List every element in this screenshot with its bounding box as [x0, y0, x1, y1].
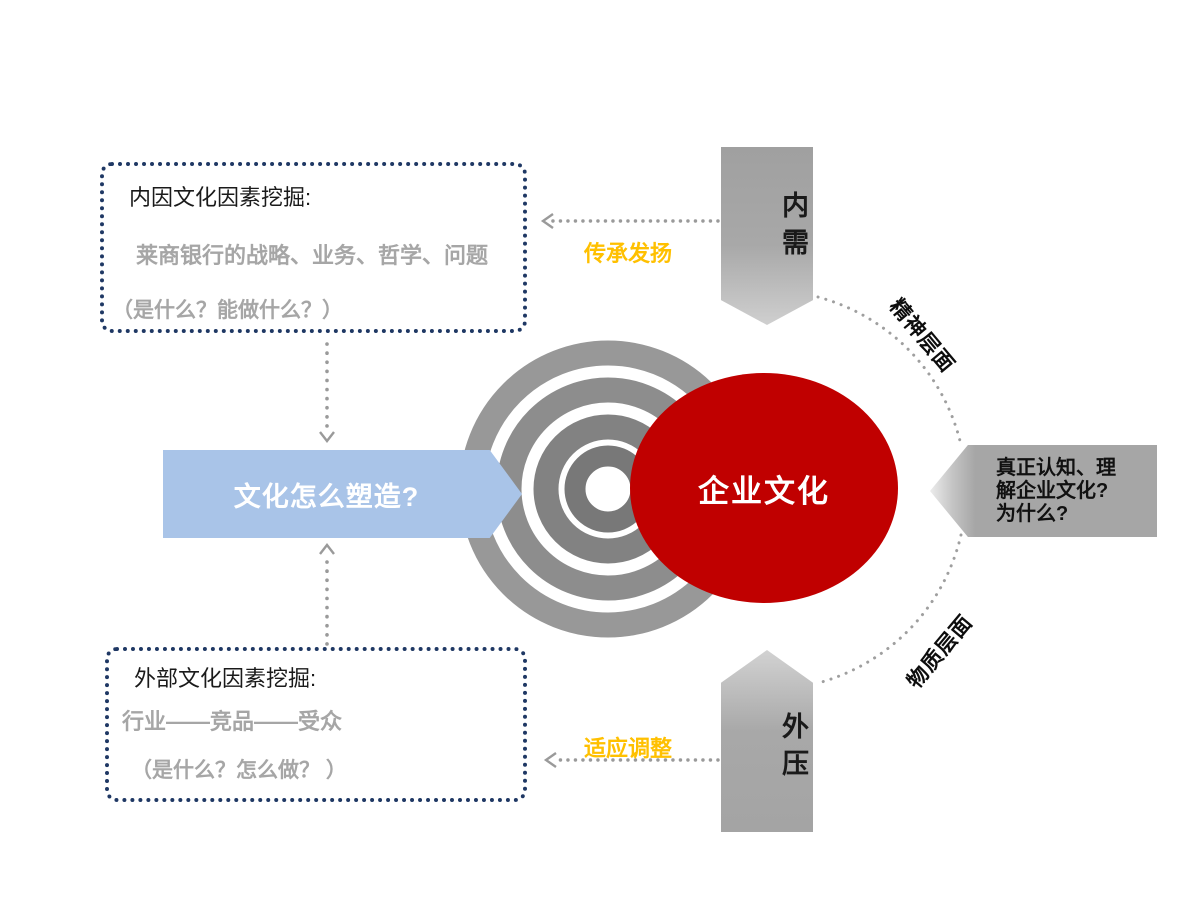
internal-factors-detail: 莱商银行的战略、业务、哲学、问题: [136, 243, 489, 268]
internal-demand-arrow: 内需: [721, 147, 813, 325]
external-factors-title: 外部文化因素挖掘:: [134, 666, 317, 691]
external-factors-questions: （是什么？怎么做？ ）: [131, 759, 347, 782]
left-arrowhead-icon: [540, 213, 554, 229]
how-to-shape-arrow: 文化怎么塑造?: [163, 450, 522, 538]
adapt-adjust-label: 适应调整: [584, 736, 673, 761]
corporate-culture-circle: 企业文化: [630, 373, 898, 603]
external-factors-detail: 行业——竞品——受众: [122, 709, 343, 734]
inherit-promote-label: 传承发扬: [584, 241, 673, 266]
recognition-line-2: 解企业文化?: [996, 479, 1109, 502]
corporate-culture-label: 企业文化: [698, 473, 830, 509]
left-arrowhead-icon: [543, 752, 557, 768]
internal-factors-questions: （是什么？能做什么？）: [112, 299, 343, 322]
recognition-text: 真正认知、理 解企业文化? 为什么?: [930, 457, 1116, 526]
down-arrowhead-icon: [319, 431, 335, 443]
internal-factors-title: 内因文化因素挖掘:: [129, 185, 312, 210]
external-factors-box: 外部文化因素挖掘: 行业——竞品——受众 （是什么？怎么做？ ）: [105, 647, 527, 802]
how-to-shape-label: 文化怎么塑造?: [233, 481, 420, 512]
internal-factors-box: 内因文化因素挖掘: 莱商银行的战略、业务、哲学、问题 （是什么？能做什么？）: [100, 162, 527, 333]
external-pressure-label: 外压: [778, 712, 808, 786]
recognition-line-1: 真正认知、理: [996, 456, 1116, 479]
external-pressure-arrow: 外压: [721, 650, 813, 832]
recognition-line-3: 为什么?: [996, 502, 1069, 525]
spiritual-level-label: 精神层面: [884, 294, 959, 378]
recognition-arrow: 真正认知、理 解企业文化? 为什么?: [930, 445, 1157, 537]
internal-demand-label: 内需: [778, 191, 808, 265]
material-level-label: 物质层面: [903, 610, 978, 694]
up-arrowhead-icon: [319, 543, 335, 555]
